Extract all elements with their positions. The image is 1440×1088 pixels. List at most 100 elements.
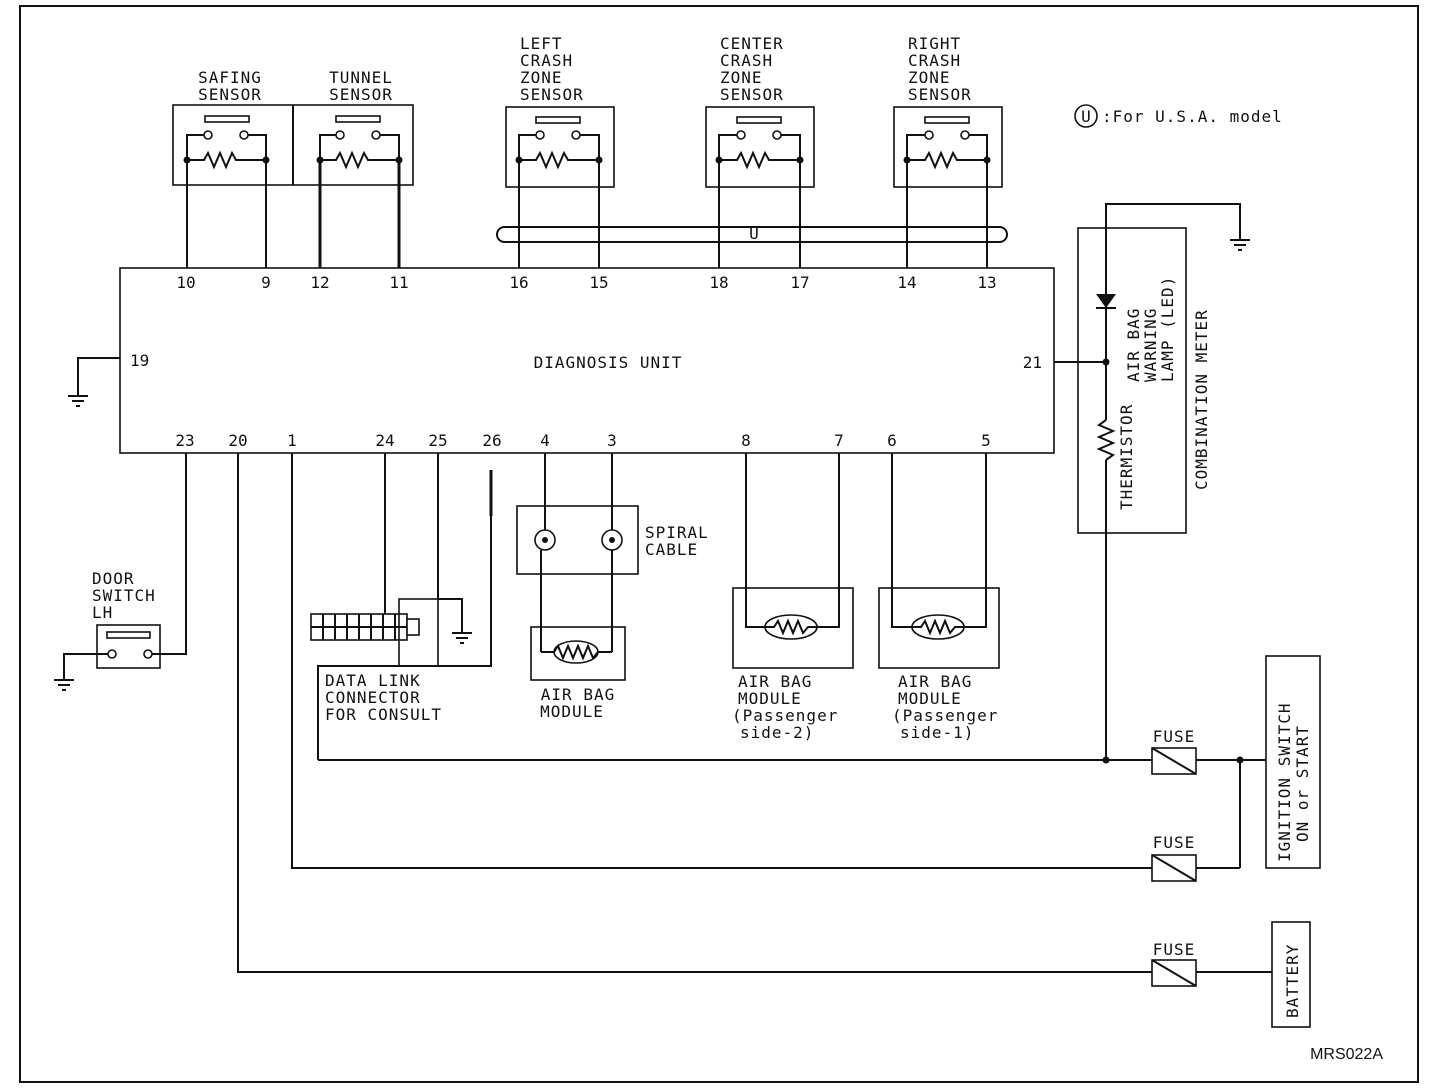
pass1-label-1: AIR BAG bbox=[898, 672, 972, 691]
door-switch-label-3: LH bbox=[92, 603, 113, 622]
tunnel-switch-bar bbox=[335, 115, 381, 123]
passenger-airbag-side-1: AIR BAG MODULE (Passenger side-1) bbox=[878, 453, 1000, 742]
data-link-label-1: DATA LINK bbox=[325, 671, 421, 690]
right-crash-label-4: SENSOR bbox=[908, 85, 972, 104]
pin-8: 8 bbox=[741, 431, 751, 450]
pass2-label-2: MODULE bbox=[738, 689, 802, 708]
pin-12: 12 bbox=[310, 273, 329, 292]
pin-10: 10 bbox=[176, 273, 195, 292]
safing-switch-bar bbox=[204, 115, 250, 123]
power-circuit: FUSE FUSE FUSE bbox=[237, 453, 1272, 987]
door-switch-lh: DOOR SWITCH LH bbox=[53, 453, 187, 691]
pass2-label-4: side-2) bbox=[740, 723, 814, 742]
diagnosis-unit-box bbox=[119, 267, 1055, 454]
data-link-connector: DATA LINK CONNECTOR FOR CONSULT bbox=[310, 453, 493, 760]
pin-5: 5 bbox=[981, 431, 991, 450]
ground-icon bbox=[451, 624, 473, 644]
data-link-label-3: FOR CONSULT bbox=[325, 705, 442, 724]
spiral-cable-label-1: SPIRAL bbox=[645, 523, 709, 542]
data-link-label-2: CONNECTOR bbox=[325, 688, 421, 707]
left-crash-label-3: ZONE bbox=[520, 68, 563, 87]
fuse-1-label: FUSE bbox=[1153, 727, 1196, 746]
pin-7: 7 bbox=[834, 431, 844, 450]
sensor-wires bbox=[186, 160, 988, 268]
driver-airbag-module: AIR BAG MODULE bbox=[530, 550, 626, 721]
pin-13: 13 bbox=[977, 273, 996, 292]
ignition-label-1: IGNITION SWITCH bbox=[1275, 703, 1294, 863]
bottom-pins: 23 20 1 24 25 26 4 3 8 7 6 5 bbox=[175, 431, 990, 450]
pin-26: 26 bbox=[482, 431, 501, 450]
legend: U :For U.S.A. model bbox=[1074, 104, 1283, 128]
ignition-switch: IGNITION SWITCH ON or START bbox=[1265, 655, 1321, 869]
pin-11: 11 bbox=[389, 273, 408, 292]
thermistor-label: THERMISTOR bbox=[1117, 404, 1136, 510]
right-crash-zone-sensor: RIGHT CRASH ZONE SENSOR bbox=[893, 34, 1003, 188]
ground-icon bbox=[53, 671, 75, 691]
safing-sensor-label-2: SENSOR bbox=[198, 85, 262, 104]
door-switch-label-1: DOOR bbox=[92, 569, 135, 588]
pin-6: 6 bbox=[887, 431, 897, 450]
pass1-label-3: (Passenger bbox=[892, 706, 998, 725]
right-crash-label-3: ZONE bbox=[908, 68, 951, 87]
ground-icon bbox=[1229, 231, 1251, 251]
pin-9: 9 bbox=[261, 273, 271, 292]
right-crash-label-1: RIGHT bbox=[908, 34, 961, 53]
safing-sensor-label-1: SAFING bbox=[198, 68, 262, 87]
pass1-label-4: side-1) bbox=[900, 723, 974, 742]
pass2-label-1: AIR BAG bbox=[738, 672, 812, 691]
harness-label: U bbox=[749, 224, 759, 243]
thermistor-resistor bbox=[1096, 419, 1116, 461]
fuse-3-label: FUSE bbox=[1153, 940, 1196, 959]
usa-harness-bundle: U bbox=[496, 224, 1008, 243]
center-crash-label-1: CENTER bbox=[720, 34, 784, 53]
center-crash-zone-sensor: CENTER CRASH ZONE SENSOR bbox=[705, 34, 815, 188]
left-crash-label-2: CRASH bbox=[520, 51, 573, 70]
center-crash-label-4: SENSOR bbox=[720, 85, 784, 104]
pin-1: 1 bbox=[287, 431, 297, 450]
legend-symbol: U bbox=[1081, 107, 1091, 126]
pin-16: 16 bbox=[509, 273, 528, 292]
pass1-label-2: MODULE bbox=[898, 689, 962, 708]
ignition-label-2: ON or START bbox=[1293, 725, 1312, 842]
tunnel-sensor: TUNNEL SENSOR bbox=[316, 68, 403, 170]
led-diode-icon bbox=[1096, 294, 1116, 308]
combination-meter-box bbox=[1077, 227, 1187, 534]
pin-18: 18 bbox=[709, 273, 728, 292]
right-crash-label-2: CRASH bbox=[908, 51, 961, 70]
pin-3: 3 bbox=[607, 431, 617, 450]
pin-23: 23 bbox=[175, 431, 194, 450]
left-crash-label-4: SENSOR bbox=[520, 85, 584, 104]
ground-icon bbox=[67, 387, 89, 407]
warning-lamp-label-1: AIR BAG bbox=[1124, 308, 1143, 382]
legend-text: :For U.S.A. model bbox=[1102, 107, 1283, 126]
left-crash-zone-sensor: LEFT CRASH ZONE SENSOR bbox=[505, 34, 615, 188]
combination-meter: AIR BAG WARNING LAMP (LED) THERMISTOR CO… bbox=[1054, 203, 1251, 760]
pin-19-wire bbox=[77, 357, 120, 388]
warning-lamp-label-3: LAMP (LED) bbox=[1158, 276, 1177, 382]
warning-lamp-label-2: WARNING bbox=[1141, 308, 1160, 382]
center-crash-label-3: ZONE bbox=[720, 68, 763, 87]
diagram-code: MRS022A bbox=[1310, 1046, 1383, 1063]
pin-14: 14 bbox=[897, 273, 916, 292]
pin-20: 20 bbox=[228, 431, 247, 450]
safing-resistor bbox=[187, 150, 266, 170]
tunnel-resistor bbox=[320, 150, 399, 170]
center-crash-label-2: CRASH bbox=[720, 51, 773, 70]
legend-symbol-circle bbox=[1074, 104, 1098, 128]
diagram-frame bbox=[19, 5, 1419, 1083]
pin-25: 25 bbox=[428, 431, 447, 450]
combination-meter-label: COMBINATION METER bbox=[1192, 309, 1211, 490]
left-crash-label-1: LEFT bbox=[520, 34, 563, 53]
pin-19: 19 bbox=[130, 351, 149, 370]
airbag-module-label-2: MODULE bbox=[540, 702, 604, 721]
tunnel-sensor-label-2: SENSOR bbox=[329, 85, 393, 104]
pin-15: 15 bbox=[589, 273, 608, 292]
battery-label: BATTERY bbox=[1283, 944, 1302, 1018]
pin-24: 24 bbox=[375, 431, 394, 450]
door-switch-label-2: SWITCH bbox=[92, 586, 156, 605]
pin-17: 17 bbox=[790, 273, 809, 292]
battery: BATTERY bbox=[1271, 921, 1311, 1028]
pin-21: 21 bbox=[1023, 353, 1042, 372]
tunnel-sensor-label-1: TUNNEL bbox=[329, 68, 393, 87]
spiral-cable-label-2: CABLE bbox=[645, 540, 698, 559]
